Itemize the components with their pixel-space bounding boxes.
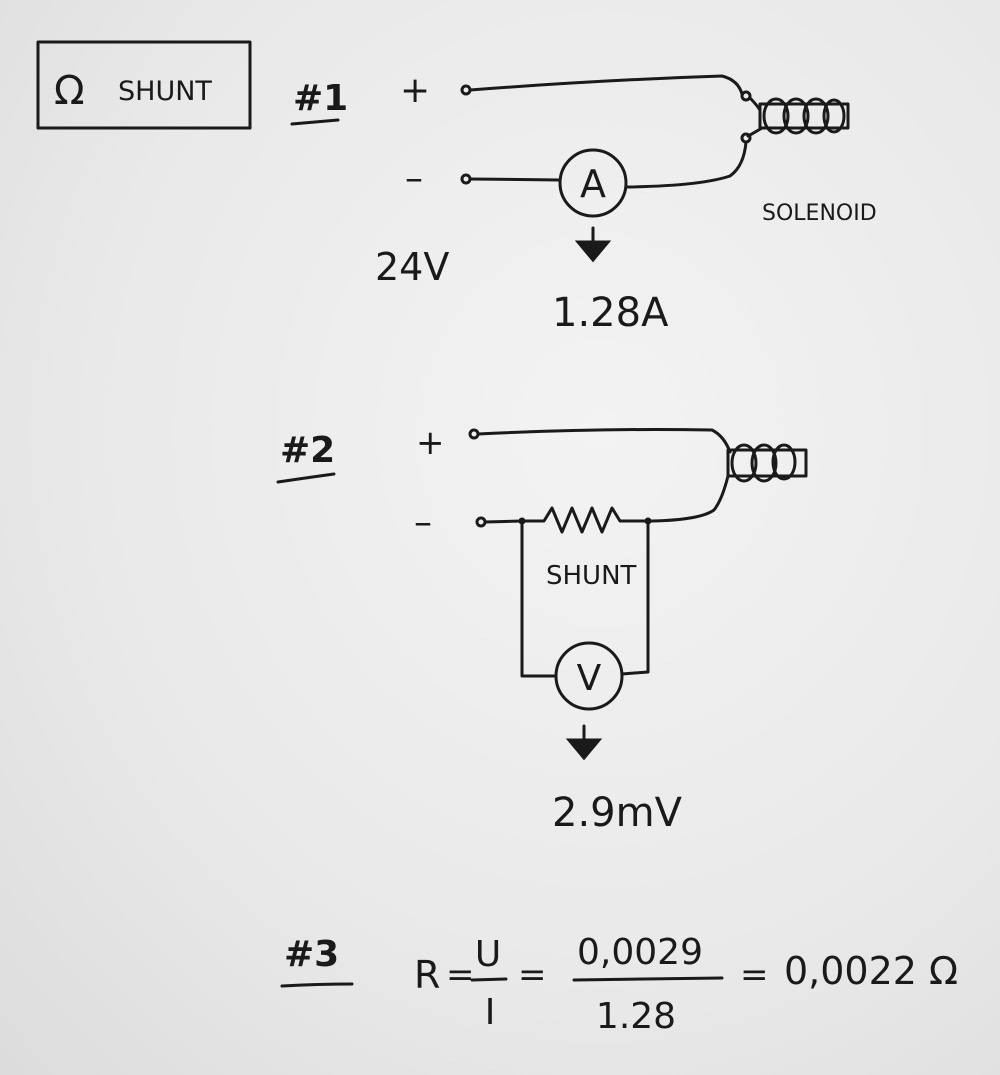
formula-numerator-u: U [475,934,501,975]
step2-bottom-wire-left [483,519,524,524]
formula-denominator-value: 1.28 [596,996,676,1037]
step3-underline [280,982,354,988]
step2-solenoid-core [726,448,808,478]
step2-voltmeter-wire-left [520,519,558,678]
step2-minus-sign: – [414,502,432,543]
step2-voltmeter-symbol: V [577,658,602,699]
step1-label: #1 [293,78,348,119]
step1-voltage-label: 24V [375,245,449,289]
formula-r: R [414,953,440,997]
title-label: SHUNT [118,76,212,107]
step2-solenoid [650,443,808,523]
formula-equals-2: = [518,955,547,995]
step2-voltmeter [554,641,624,711]
step1-underline [290,118,340,126]
step2-plus-sign: + [416,423,445,463]
step2-section: #2 + – SHUNT V 2.9mV [276,423,808,836]
step2-arrow-down [565,724,603,761]
formula-equals-1: = [446,955,475,995]
formula-numerator-value: 0,0029 [577,932,703,973]
step1-current-reading: 1.28A [552,290,669,336]
step1-top-wire [468,74,744,96]
title-omega-symbol: Ω [54,68,85,114]
step1-solenoid-label: SOLENOID [762,201,877,226]
formula-fraction-bar-2 [572,976,724,982]
step1-solenoid-terminal-top [740,90,752,102]
formula-equals-3: = [740,955,769,995]
title-box-frame [36,40,252,130]
step2-voltmeter-wire-right [620,519,650,676]
step1-bottom-wire-right [624,140,748,189]
step2-shunt-label: SHUNT [546,561,637,591]
step2-shunt-resistor [520,506,654,534]
step1-minus-sign: – [405,158,423,199]
step1-arrow-down [574,226,612,263]
step1-bottom-wire-left [468,177,562,182]
formula-fraction-bar-1 [470,977,508,982]
formula-result: 0,0022 Ω [784,949,958,993]
step2-label: #2 [280,430,335,471]
step1-solenoid [746,96,850,138]
step2-top-wire [476,428,732,454]
step2-voltage-reading: 2.9mV [552,790,683,836]
step1-plus-sign: + [400,70,430,111]
step3-section: #3 R = U I = 0,0029 1.28 = 0,0022 Ω [280,932,958,1037]
step1-ammeter-symbol: A [580,162,606,206]
title-box: Ω SHUNT [36,40,252,130]
step3-label: #3 [284,934,339,975]
step1-section: #1 + – SOLENOID A 2 [290,70,877,336]
step1-ammeter [558,148,628,218]
formula-denominator-i: I [485,992,496,1033]
step2-underline [276,472,336,484]
